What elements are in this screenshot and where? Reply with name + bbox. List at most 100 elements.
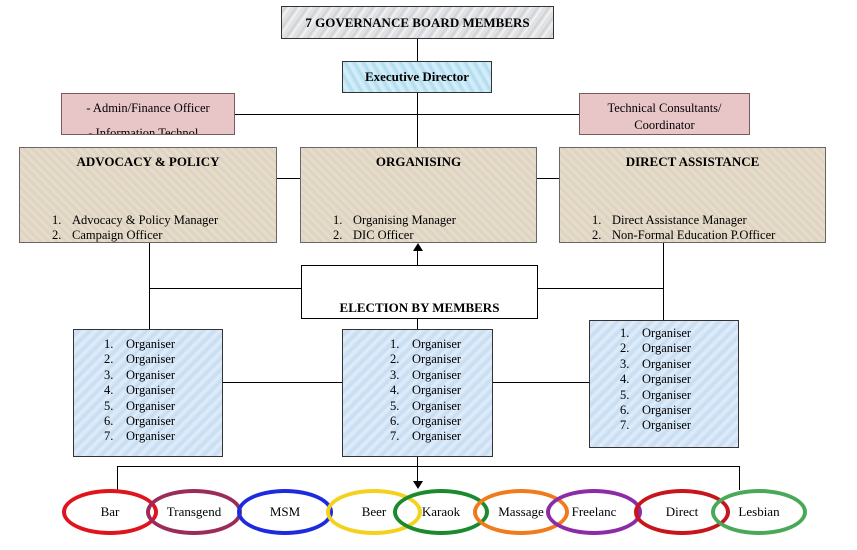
list-text: Organiser: [642, 387, 692, 402]
list-number: 6.: [390, 414, 400, 429]
list-text: Campaign Officer: [72, 228, 163, 242]
list-item: 1. Organiser: [390, 337, 492, 352]
list-item: 7. Organiser: [390, 429, 492, 444]
group-label: Freelanc: [571, 504, 617, 519]
list-number: 7.: [390, 429, 400, 444]
list-number: 4.: [620, 372, 630, 387]
advocacy-policy-box: ADVOCACY & POLICY 1.Advocacy & Policy Ma…: [19, 147, 277, 243]
advocacy-policy-title: ADVOCACY & POLICY: [76, 154, 220, 169]
list-item: 1. Direct Assistance Manager: [592, 213, 775, 228]
list-text: Organiser: [642, 326, 692, 340]
arrow-up-icon: [413, 243, 423, 251]
list-text: Advocacy & Policy Manager: [72, 213, 219, 227]
organisers-box-right: 1.Organiser 2. Organiser 3. Organiser 4. Or…: [589, 320, 739, 448]
list-item: 2.Non-Formal Education P.Officer: [592, 228, 775, 242]
list-text: Organiser: [642, 372, 692, 387]
list-item: 4. Organiser: [390, 383, 492, 398]
list-text: Organiser: [412, 337, 462, 351]
organisers-box-center: 1.Organiser 2.Organiser 3.Organiser 4.Or…: [342, 329, 493, 457]
election-box: ELECTION BY MEMBERS: [301, 265, 538, 319]
list-text: Organiser: [126, 367, 176, 382]
list-text: Organiser: [642, 418, 692, 433]
connector-groups-row: [117, 466, 740, 467]
list-number: 2.: [592, 228, 602, 242]
technical-consultants-box: Technical Consultants/ Coordinator: [579, 93, 750, 135]
list-item: 2.Organiser: [104, 352, 222, 367]
organising-box: ORGANISING 1.Organising Manager 2.DIC Of…: [300, 147, 537, 243]
connector-election-down: [417, 318, 418, 330]
group-label: Beer: [361, 504, 387, 519]
list-number: 2.: [104, 352, 114, 367]
admin-it-label: - Information Technol...: [88, 126, 208, 135]
list-text: Organiser: [126, 429, 176, 444]
list-number: 5.: [104, 398, 114, 413]
organiser-list: 1.Organiser 2.Organiser 3.Organiser 4.Or…: [390, 337, 492, 445]
list-item: 3. Organiser: [390, 368, 492, 383]
list-number: 1.: [592, 213, 602, 227]
list-text: Organiser: [412, 429, 462, 444]
connector-groups-left: [117, 466, 118, 490]
list-item: 2.Organiser: [390, 352, 492, 367]
list-text: Organiser: [412, 383, 462, 398]
list-number: 2.: [333, 228, 343, 242]
list-text: Organiser: [412, 414, 462, 429]
list-item: 2.DIC Officer: [333, 228, 456, 242]
arrow-down-icon: [413, 481, 423, 489]
group-ring-bar: Bar: [62, 489, 158, 535]
organising-list: 1.Organising Manager 2.DIC Officer: [333, 213, 456, 242]
admin-finance-label: - Admin/Finance Officer: [86, 101, 210, 115]
list-number: 4.: [104, 383, 114, 398]
list-item: 4. Organiser: [620, 372, 738, 387]
list-number: 2.: [390, 352, 400, 367]
advocacy-list: 1.Advocacy & Policy Manager 2.Campaign O…: [52, 213, 219, 242]
list-item: 7. Organiser: [104, 429, 222, 444]
list-item: 7.Organiser: [620, 418, 738, 433]
list-number: 6.: [104, 414, 114, 429]
list-item: 1.Organiser: [620, 326, 738, 341]
list-number: 4.: [390, 383, 400, 398]
organising-title: ORGANISING: [375, 154, 462, 169]
list-number: 1.: [390, 337, 400, 351]
direct-assistance-title: DIRECT ASSISTANCE: [625, 154, 760, 169]
group-ring-freelanc: Freelanc: [546, 489, 642, 535]
group-label: Bar: [100, 504, 120, 519]
group-ring-lesbian: Lesbian: [711, 489, 807, 535]
list-number: 1.: [104, 337, 114, 351]
list-text: Organiser: [412, 367, 462, 382]
connector-organisers-down: [417, 457, 418, 481]
connector-election-up: [417, 250, 418, 266]
list-item: 2.Campaign Officer: [52, 228, 218, 242]
governance-board-label: 7 GOVERNANCE BOARD MEMBERS: [305, 14, 530, 30]
list-number: 3.: [104, 367, 114, 382]
list-number: 6.: [620, 403, 630, 418]
list-text: Organiser: [642, 403, 692, 418]
executive-director-label: Executive Director: [364, 69, 470, 84]
group-label: Direct: [665, 504, 699, 519]
list-number: 2.: [620, 341, 630, 356]
organisers-box-left: 1.Organiser 2.Organiser 3.Organiser 4.Or…: [73, 329, 223, 457]
group-label: Transgend: [166, 504, 222, 519]
connector-advocacy-down: [149, 243, 150, 329]
coordinator-label: Coordinator: [634, 118, 695, 132]
list-text: Organiser: [642, 356, 692, 371]
governance-board-box: 7 GOVERNANCE BOARD MEMBERS: [281, 6, 554, 39]
list-number: 7.: [104, 429, 114, 444]
connector-direct-down: [663, 243, 664, 320]
group-label: Karaok: [421, 504, 461, 519]
organiser-list: 1.Organiser 2. Organiser 3. Organiser 4. Or…: [620, 326, 738, 434]
list-number: 5.: [620, 387, 630, 402]
list-text: Organiser: [642, 341, 692, 356]
technical-consultants-label: Technical Consultants/: [607, 101, 722, 115]
list-text: Organiser: [126, 383, 176, 398]
list-item: 6. Organiser: [390, 414, 492, 429]
list-number: 3.: [620, 356, 630, 371]
group-label: Massage: [498, 504, 544, 519]
list-number: 3.: [390, 367, 400, 382]
list-item: 1.Organiser: [104, 337, 222, 352]
list-text: Organiser: [126, 414, 176, 429]
list-item: 5.Organiser: [390, 399, 492, 414]
organiser-list: 1.Organiser 2.Organiser 3.Organiser 4.Or…: [104, 337, 222, 445]
list-text: Direct Assistance Manager: [612, 213, 747, 227]
list-item: 5. Organiser: [620, 388, 738, 403]
list-item: 1.Organising Manager: [333, 213, 456, 228]
